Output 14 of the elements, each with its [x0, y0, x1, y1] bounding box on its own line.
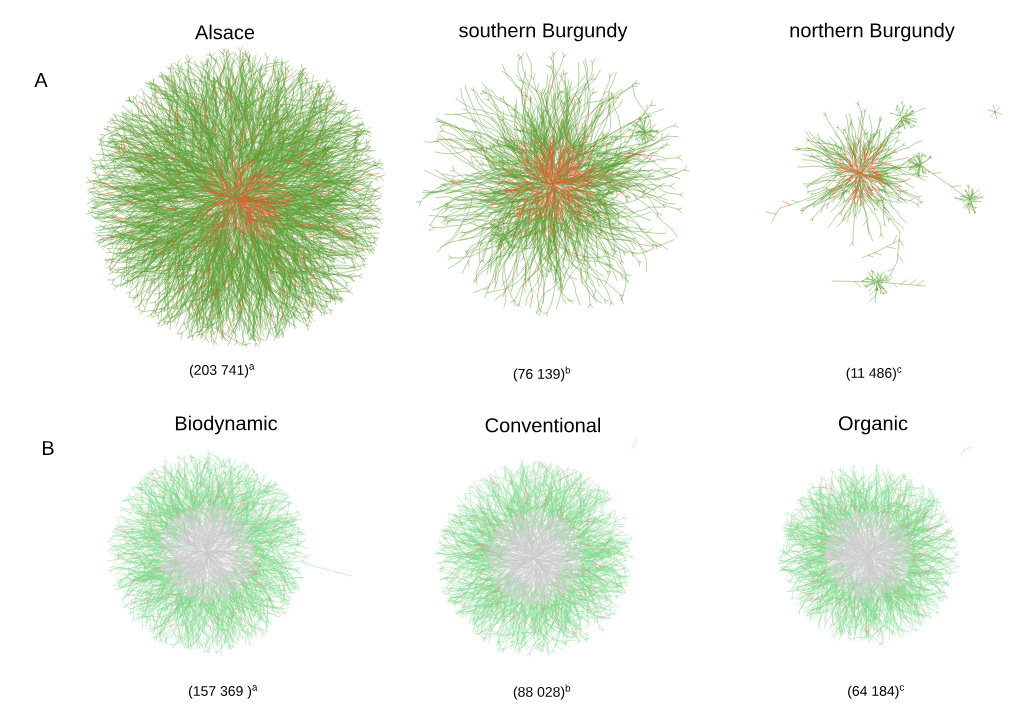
panel-title: Alsace: [195, 24, 255, 40]
panel-title: Biodynamic: [175, 415, 278, 435]
count-caption: (88 028)$^{b}$: [513, 684, 571, 700]
count-caption: (157 369 )$^{a}$: [189, 685, 258, 699]
count-caption: (203 741)$^{a}$: [189, 364, 255, 378]
panel-title: Organic: [838, 415, 908, 435]
count-caption: (76 139)$^{b}$: [513, 366, 571, 382]
panel-letter: A: [34, 73, 48, 87]
count-caption: (64 184)$^{c}$: [848, 685, 905, 699]
panel-letter: B: [43, 441, 54, 455]
panel-title: northern Burgundy: [790, 22, 955, 42]
panel-title: Conventional: [485, 417, 600, 433]
count-caption: (11 486)$^{c}$: [846, 367, 902, 381]
panel-title: southern Burgundy: [459, 22, 628, 42]
